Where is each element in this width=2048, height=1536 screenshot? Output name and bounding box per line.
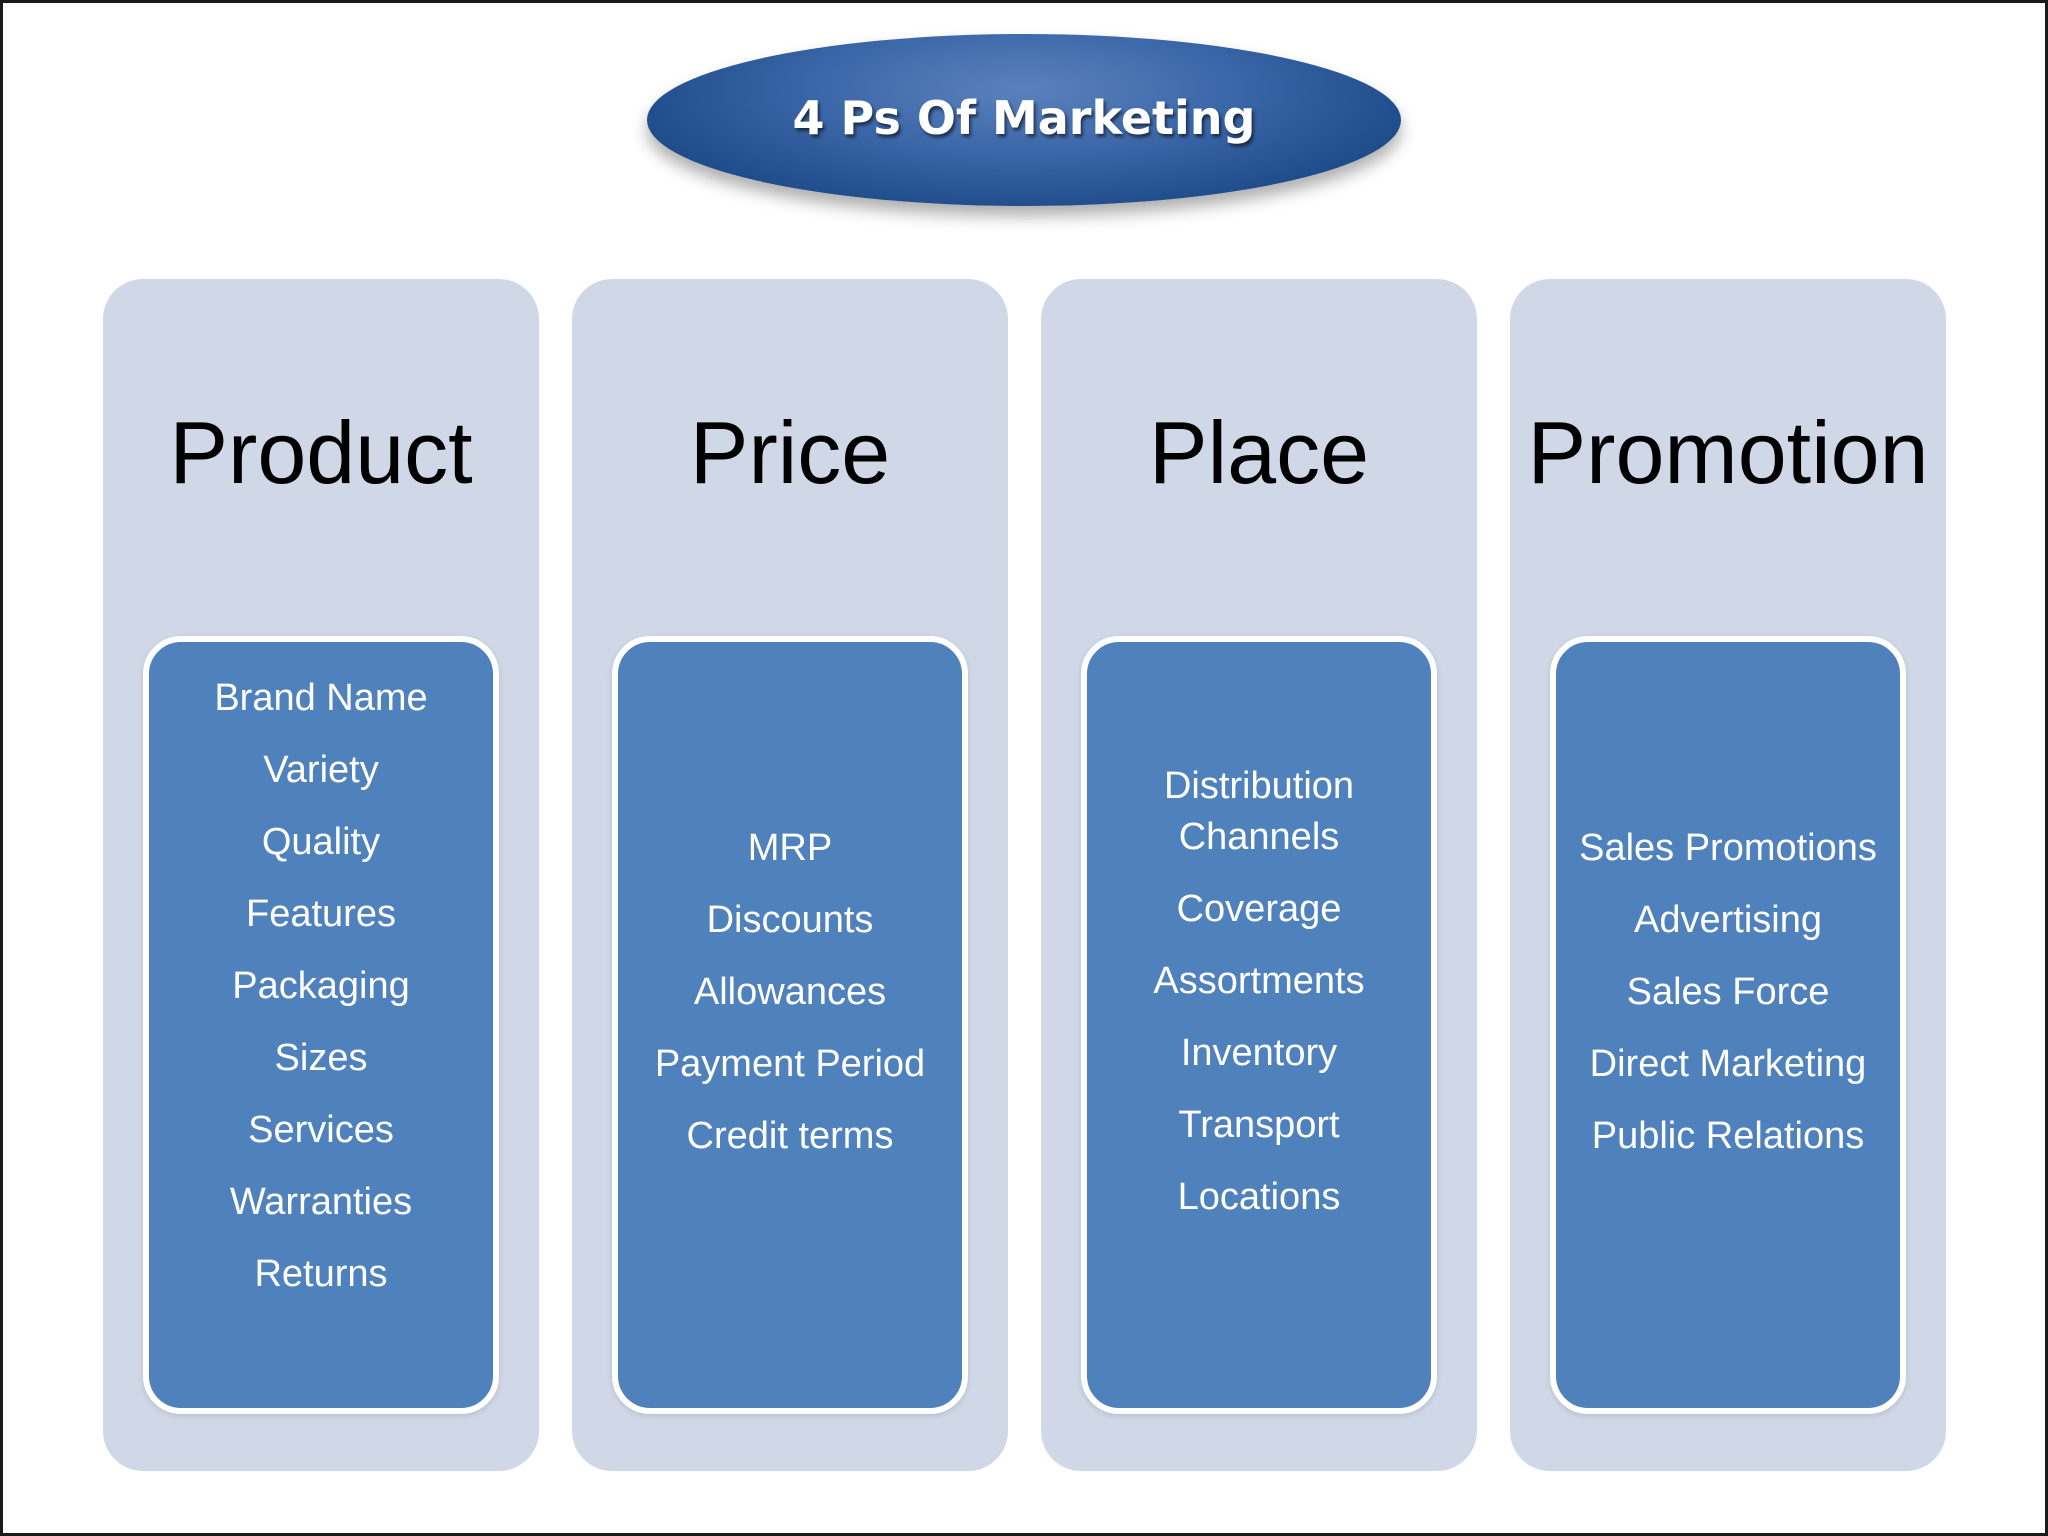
list-item: Advertising [1634, 898, 1822, 941]
list-item: Features [246, 892, 396, 935]
list-item: Discounts [706, 898, 874, 941]
list-item: Assortments [1153, 959, 1365, 1002]
list-item: Brand Name [214, 676, 428, 719]
column-place: Place Distribution Channels Coverage Ass… [1041, 279, 1477, 1471]
list-item: Variety [263, 748, 379, 791]
column-promotion: Promotion Sales Promotions Advertising S… [1510, 279, 1946, 1471]
diagram-title: 4 Ps Of Marketing [792, 91, 1256, 145]
list-item: Sales Force [1626, 970, 1830, 1013]
list-item: Allowances [693, 970, 887, 1013]
list-item: Transport [1178, 1103, 1340, 1146]
list-item: Returns [254, 1252, 388, 1295]
list-item: Warranties [229, 1180, 413, 1223]
list-item: Services [248, 1108, 394, 1151]
list-item: Inventory [1180, 1031, 1338, 1074]
list-item: Credit terms [686, 1114, 894, 1157]
items-box: Brand Name Variety Quality Features Pack… [143, 636, 499, 1414]
title-ellipse: 4 Ps Of Marketing [647, 34, 1401, 206]
items-list: MRP Discounts Allowances Payment Period … [655, 813, 925, 1173]
list-item: Sizes [274, 1036, 368, 1079]
list-item: MRP [747, 826, 833, 869]
list-item: Payment Period [654, 1042, 926, 1085]
items-box: Distribution Channels Coverage Assortmen… [1081, 636, 1437, 1414]
list-item: Distribution Channels [1163, 764, 1355, 858]
column-heading: Price [689, 403, 891, 502]
column-heading: Promotion [1527, 403, 1929, 502]
list-item: Packaging [232, 964, 410, 1007]
items-box: MRP Discounts Allowances Payment Period … [612, 636, 968, 1414]
list-item: Sales Promotions [1579, 826, 1877, 869]
list-item: Public Relations [1591, 1114, 1865, 1157]
items-list: Distribution Channels Coverage Assortmen… [1153, 751, 1364, 1234]
column-price: Price MRP Discounts Allowances Payment P… [572, 279, 1008, 1471]
list-item: Coverage [1176, 887, 1342, 930]
column-heading: Place [1148, 403, 1370, 502]
column-product: Product Brand Name Variety Quality Featu… [103, 279, 539, 1471]
list-item: Quality [261, 820, 381, 863]
items-list: Sales Promotions Advertising Sales Force… [1579, 813, 1877, 1173]
items-list: Brand Name Variety Quality Features Pack… [214, 663, 427, 1311]
list-item: Direct Marketing [1589, 1042, 1867, 1085]
column-heading: Product [169, 403, 473, 502]
items-box: Sales Promotions Advertising Sales Force… [1550, 636, 1906, 1414]
list-item: Locations [1177, 1175, 1341, 1218]
